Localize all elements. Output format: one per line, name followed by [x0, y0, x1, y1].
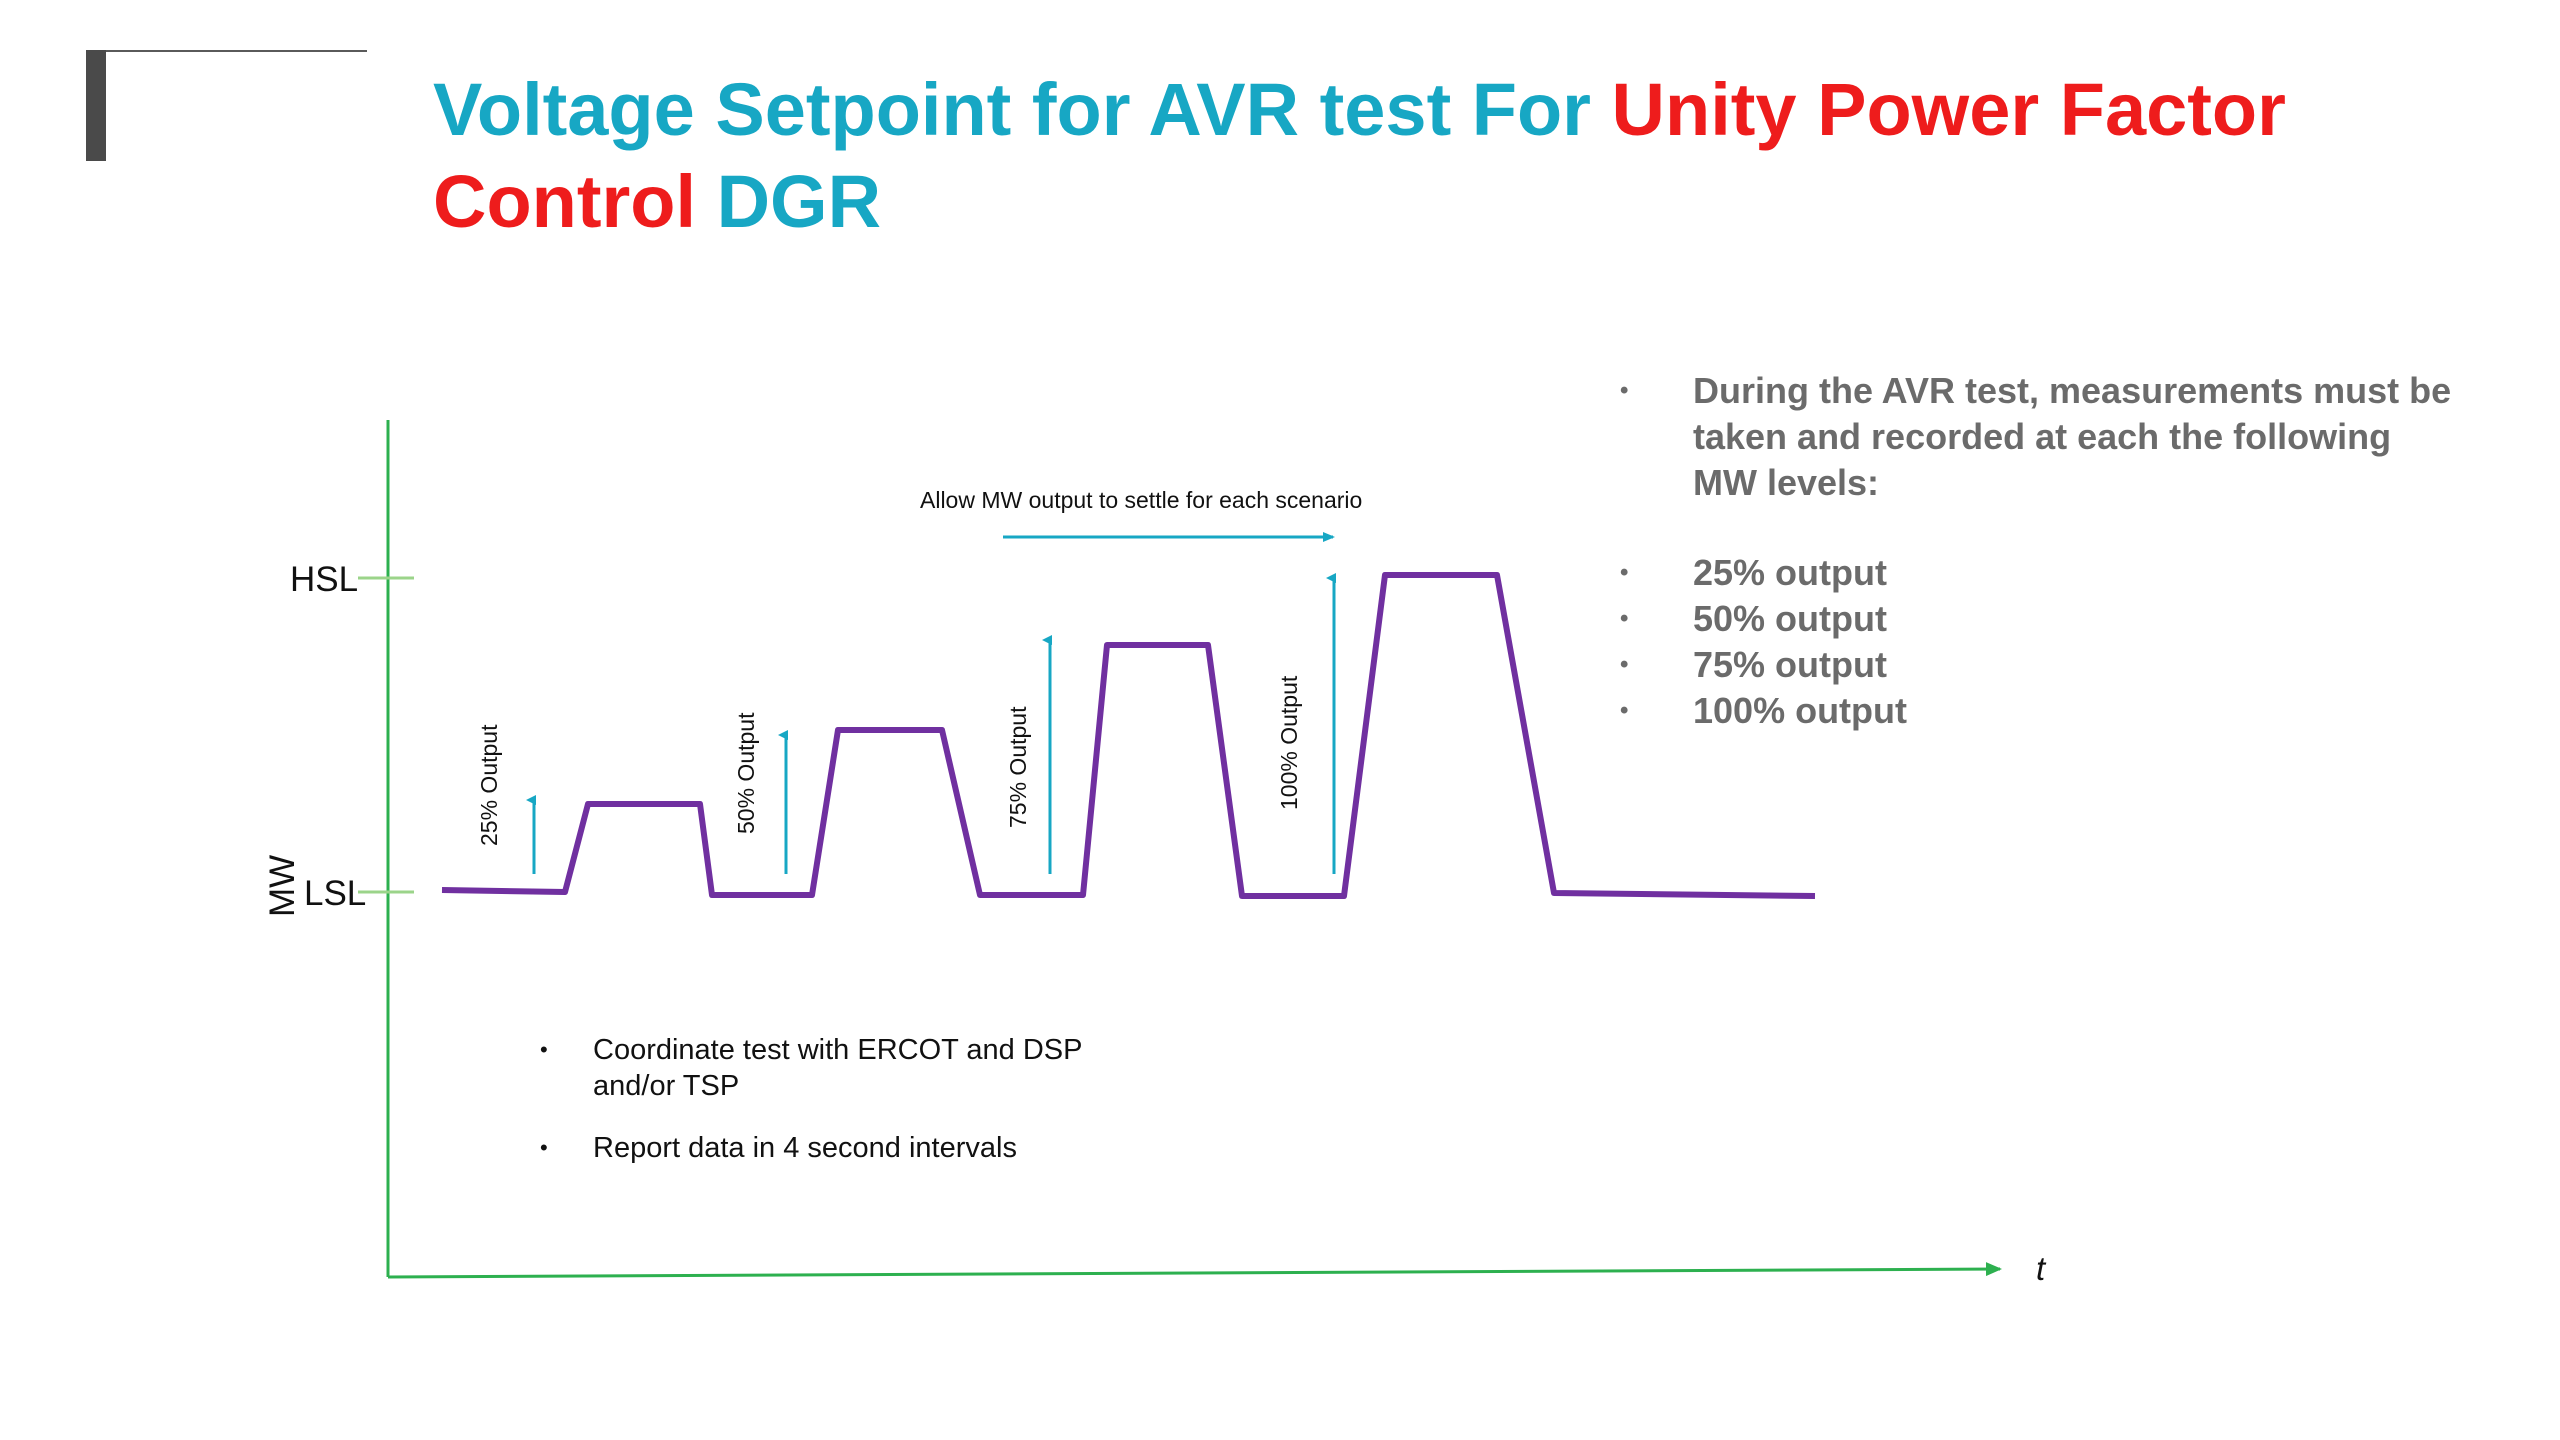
- title-part-3: Control: [433, 160, 697, 243]
- step-label-100: 100% Output: [1276, 675, 1302, 810]
- test-step-item: • Coordinate test with ERCOT and DSP and…: [540, 1032, 1160, 1104]
- mw-level-text: 75% output: [1693, 644, 1887, 685]
- page-title: Voltage Setpoint for AVR test For Unity …: [433, 64, 2393, 248]
- test-step-item: • Report data in 4 second intervals: [540, 1130, 1160, 1166]
- step-label-75: 75% Output: [1005, 706, 1031, 828]
- bullet-dot: •: [540, 1037, 548, 1062]
- title-part-1: Voltage Setpoint for AVR test For: [433, 68, 1591, 151]
- measurement-notes: • During the AVR test, measurements must…: [1620, 368, 2460, 734]
- mw-level-item: • 50% output: [1620, 596, 2460, 642]
- bullet-dot: •: [1620, 697, 1629, 724]
- title-part-2: Unity Power Factor: [1611, 68, 2286, 151]
- test-steps: • Coordinate test with ERCOT and DSP and…: [540, 1032, 1160, 1192]
- corner-accent-bar: [86, 50, 106, 161]
- bullet-dot: •: [1620, 377, 1629, 404]
- mw-level-text: 25% output: [1693, 552, 1887, 593]
- bullet-dot: •: [540, 1135, 548, 1160]
- mw-level-item: • 25% output: [1620, 550, 2460, 596]
- mw-level-text: 100% output: [1693, 690, 1908, 731]
- y-axis-label: MW: [263, 855, 302, 917]
- bullet-dot: •: [1620, 605, 1629, 632]
- notes-lead-item: • During the AVR test, measurements must…: [1620, 368, 2460, 506]
- x-axis: [387, 1262, 2002, 1279]
- hsl-label: HSL: [290, 560, 358, 599]
- mw-level-item: • 100% output: [1620, 688, 2460, 734]
- x-axis-label: t: [2036, 1250, 2047, 1287]
- settle-note: Allow MW output to settle for each scena…: [920, 487, 1362, 513]
- bullet-dot: •: [1620, 651, 1629, 678]
- step-label-25: 25% Output: [476, 724, 502, 846]
- mw-level-item: • 75% output: [1620, 642, 2460, 688]
- bullet-dot: •: [1620, 559, 1629, 586]
- test-step-text: Report data in 4 second intervals: [593, 1132, 1017, 1164]
- title-part-4: DGR: [716, 160, 882, 243]
- mw-profile-curve: [441, 572, 1816, 899]
- mw-level-text: 50% output: [1693, 598, 1887, 639]
- test-step-text: Coordinate test with ERCOT and DSP and/o…: [593, 1034, 1082, 1102]
- notes-lead-text: During the AVR test, measurements must b…: [1693, 370, 2452, 503]
- step-label-50: 50% Output: [733, 712, 759, 834]
- corner-accent-line: [86, 50, 367, 52]
- lsl-label: LSL: [304, 874, 366, 913]
